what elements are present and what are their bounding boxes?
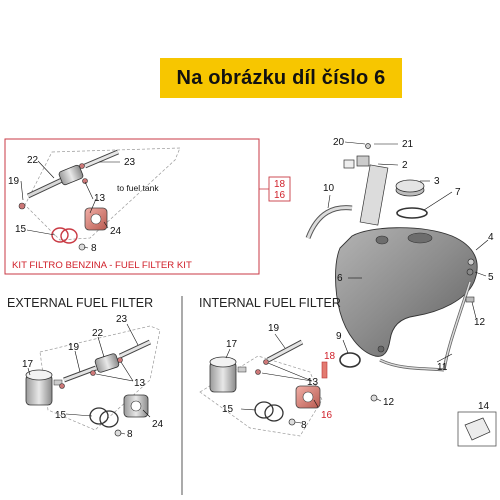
callout-13: 13 <box>134 378 146 389</box>
callout-15: 15 <box>55 410 67 421</box>
hose-clamp <box>339 352 361 368</box>
external-filter-title: EXTERNAL FUEL FILTER <box>7 296 153 310</box>
kit-label: KIT FILTRO BENZINA - FUEL FILTER KIT <box>12 260 192 271</box>
callout-8: 8 <box>301 420 307 431</box>
callout-15: 15 <box>15 224 27 235</box>
kit-fuel-filter <box>26 149 119 199</box>
internal-filter-title: INTERNAL FUEL FILTER <box>199 296 341 310</box>
fuel-level-sender <box>343 155 389 226</box>
part-number-banner: Na obrázku díl číslo 6 <box>160 58 402 98</box>
kit-o-ring <box>60 228 78 244</box>
callout-17: 17 <box>226 339 238 350</box>
ref-box-top: 18 <box>274 179 286 190</box>
external-filter-group: 23 22 19 17 13 15 24 8 <box>22 314 164 440</box>
fuel-tank-body <box>335 227 478 357</box>
callout-21: 21 <box>402 139 414 150</box>
callout-3: 3 <box>434 176 440 187</box>
callout-6: 6 <box>337 273 343 284</box>
kit-o-ring <box>51 227 69 243</box>
callout-15: 15 <box>222 404 234 415</box>
fuel-tank-assembly: 20 21 2 3 7 10 6 4 5 12 11 <box>305 137 494 373</box>
callout-12: 12 <box>383 397 395 408</box>
callout-20: 20 <box>333 137 345 148</box>
callout-13: 13 <box>307 377 319 388</box>
kit-pump-body <box>84 207 108 231</box>
callout-19: 19 <box>68 342 80 353</box>
red-spring <box>321 361 328 379</box>
callout-13: 13 <box>94 193 106 204</box>
callout-10: 10 <box>323 183 335 194</box>
callout-23: 23 <box>124 157 136 168</box>
internal-pump <box>209 356 237 393</box>
callout-24: 24 <box>110 226 122 237</box>
ref-box-bottom: 16 <box>274 190 286 201</box>
callout-22: 22 <box>27 155 39 166</box>
callout-5: 5 <box>488 272 494 283</box>
callout-12: 12 <box>474 317 486 328</box>
callout-16: 16 <box>321 410 333 421</box>
banner-text: Na obrázku díl číslo 6 <box>176 66 386 89</box>
callout-9: 9 <box>336 331 342 342</box>
callout-2: 2 <box>402 160 408 171</box>
bracket-clip <box>464 417 491 441</box>
part-14-box: 14 <box>457 401 497 447</box>
callout-7: 7 <box>455 187 461 198</box>
to-fuel-tank-note: to fuel tank <box>117 183 159 193</box>
callout-8: 8 <box>127 429 133 440</box>
callout-19: 19 <box>268 323 280 334</box>
callout-11: 11 <box>437 362 448 373</box>
callout-14: 14 <box>478 401 490 412</box>
callout-24: 24 <box>152 419 164 430</box>
reference-box: 18 16 <box>259 176 291 202</box>
callout-18: 18 <box>324 351 336 362</box>
kit-frame <box>4 138 260 275</box>
callout-22: 22 <box>92 328 104 339</box>
callout-8: 8 <box>91 243 97 254</box>
external-pump <box>25 369 53 406</box>
internal-filter-group: 19 17 9 18 13 15 16 8 12 <box>199 323 395 437</box>
cap-ring <box>396 207 428 219</box>
callout-4: 4 <box>488 232 494 243</box>
fuel-filter-kit-panel: 22 23 19 13 to fuel tank 15 24 8 KIT FIL… <box>4 138 260 275</box>
callout-17: 17 <box>22 359 34 370</box>
callout-19: 19 <box>8 176 20 187</box>
callout-23: 23 <box>116 314 128 325</box>
